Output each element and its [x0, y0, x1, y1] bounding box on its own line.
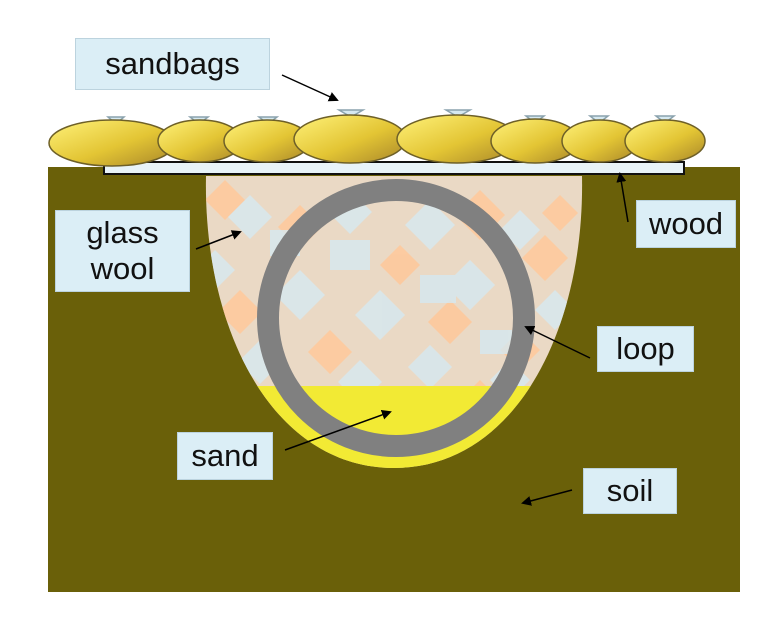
label-wood-text: wood	[648, 206, 724, 241]
label-wood: wood	[636, 200, 736, 248]
arrow-sandbags	[281, 74, 339, 102]
loop-ring	[257, 179, 535, 457]
sandbag	[48, 119, 176, 167]
label-sandbags: sandbags	[75, 38, 270, 90]
label-loop-text: loop	[616, 331, 675, 366]
wood-plank	[103, 161, 685, 175]
arrow-soil	[521, 489, 573, 506]
label-loop: loop	[597, 326, 694, 372]
arrow-sand	[284, 410, 392, 451]
sandbag-tie	[336, 109, 366, 118]
sandbag	[624, 119, 706, 163]
sandbag	[293, 114, 407, 164]
arrows	[195, 74, 629, 506]
arrow-wood	[616, 172, 629, 223]
sandbags-group	[48, 109, 706, 167]
label-soil-text: soil	[606, 473, 654, 508]
label-sand: sand	[177, 432, 273, 480]
sandbag-tie	[443, 109, 473, 118]
arrow-loop	[524, 325, 591, 359]
label-sandbags-text: sandbags	[105, 46, 240, 81]
label-glass-wool-line2: wool	[90, 251, 155, 286]
label-glass-wool: glass wool	[55, 210, 190, 292]
label-glass-wool-line1: glass	[86, 215, 159, 250]
label-soil: soil	[583, 468, 677, 514]
label-sand-text: sand	[191, 438, 259, 473]
arrow-glass-wool	[195, 230, 242, 250]
